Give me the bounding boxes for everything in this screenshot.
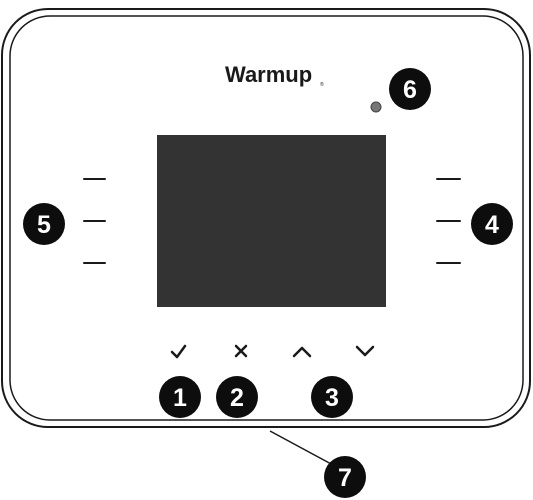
callout-1-number: 1 xyxy=(173,384,187,412)
right-side-buttons xyxy=(436,178,461,264)
callout-5-number: 5 xyxy=(37,211,51,239)
callout-6-number: 6 xyxy=(403,76,417,104)
down-button[interactable] xyxy=(355,345,375,357)
callout-2-number: 2 xyxy=(230,384,244,412)
callout-7-badge xyxy=(324,456,366,498)
up-button[interactable] xyxy=(292,346,312,358)
brand-logo-text: Warmup xyxy=(225,62,312,87)
cancel-button[interactable] xyxy=(234,344,248,358)
callout-4-number: 4 xyxy=(485,211,499,239)
callout-1: 1 xyxy=(159,376,201,418)
chevron-down-icon xyxy=(355,345,375,357)
callout-5-badge xyxy=(23,203,65,245)
check-icon xyxy=(170,344,187,359)
callout-2-badge xyxy=(216,376,258,418)
bottom-buttons xyxy=(170,344,375,359)
callout-4: 4 xyxy=(471,203,513,245)
display-screen xyxy=(157,135,386,307)
callout-7-number: 7 xyxy=(338,464,352,492)
brand-registered-mark: ® xyxy=(320,81,324,88)
chevron-up-icon xyxy=(292,346,312,358)
callout-3: 3 xyxy=(311,376,353,418)
left-side-buttons xyxy=(83,178,106,264)
device-inner-outline xyxy=(9,15,524,421)
callout-4-badge xyxy=(471,203,513,245)
callout-5: 5 xyxy=(23,203,65,245)
callout-3-badge xyxy=(311,376,353,418)
callout-6-badge xyxy=(389,68,431,110)
close-icon xyxy=(234,344,248,358)
confirm-button[interactable] xyxy=(170,344,187,359)
callout-2: 2 xyxy=(216,376,258,418)
callout-6: 6 xyxy=(389,68,431,110)
status-led xyxy=(370,101,382,113)
brand-logo: Warmup ® xyxy=(225,62,324,88)
callout-7-leader xyxy=(269,430,334,466)
callout-7: 7 xyxy=(324,456,366,498)
callout-1-badge xyxy=(159,376,201,418)
callout-3-number: 3 xyxy=(325,384,339,412)
